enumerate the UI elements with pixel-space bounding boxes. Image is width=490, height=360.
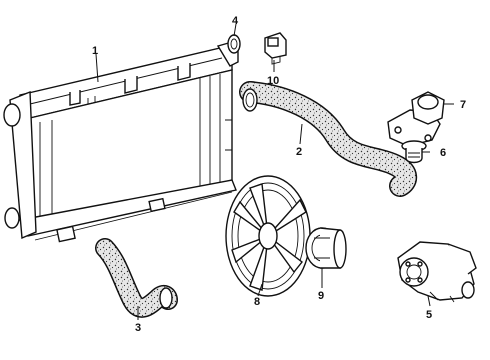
callout-9: 9 bbox=[318, 290, 324, 302]
fan bbox=[225, 175, 311, 297]
callout-8: 8 bbox=[254, 296, 260, 308]
callout-6: 6 bbox=[440, 147, 446, 159]
water-pump bbox=[397, 241, 477, 303]
callout-numbers: 1 2 3 4 5 6 7 8 9 10 bbox=[92, 15, 466, 334]
callout-10: 10 bbox=[267, 75, 279, 87]
upper-hose bbox=[239, 81, 418, 197]
lower-hose bbox=[95, 238, 178, 318]
radiator bbox=[3, 41, 239, 243]
callout-5: 5 bbox=[426, 309, 432, 321]
callout-4: 4 bbox=[232, 15, 239, 27]
callout-3: 3 bbox=[135, 322, 141, 334]
thermostat-housing bbox=[387, 91, 445, 147]
callout-1: 1 bbox=[92, 45, 98, 57]
callout-7: 7 bbox=[460, 99, 466, 111]
radiator-cap bbox=[227, 34, 241, 54]
reservoir-cap bbox=[264, 32, 287, 65]
leader-lines bbox=[95, 23, 454, 320]
thermostat bbox=[401, 140, 427, 164]
callout-2: 2 bbox=[296, 146, 302, 158]
fan-clutch bbox=[305, 227, 347, 269]
